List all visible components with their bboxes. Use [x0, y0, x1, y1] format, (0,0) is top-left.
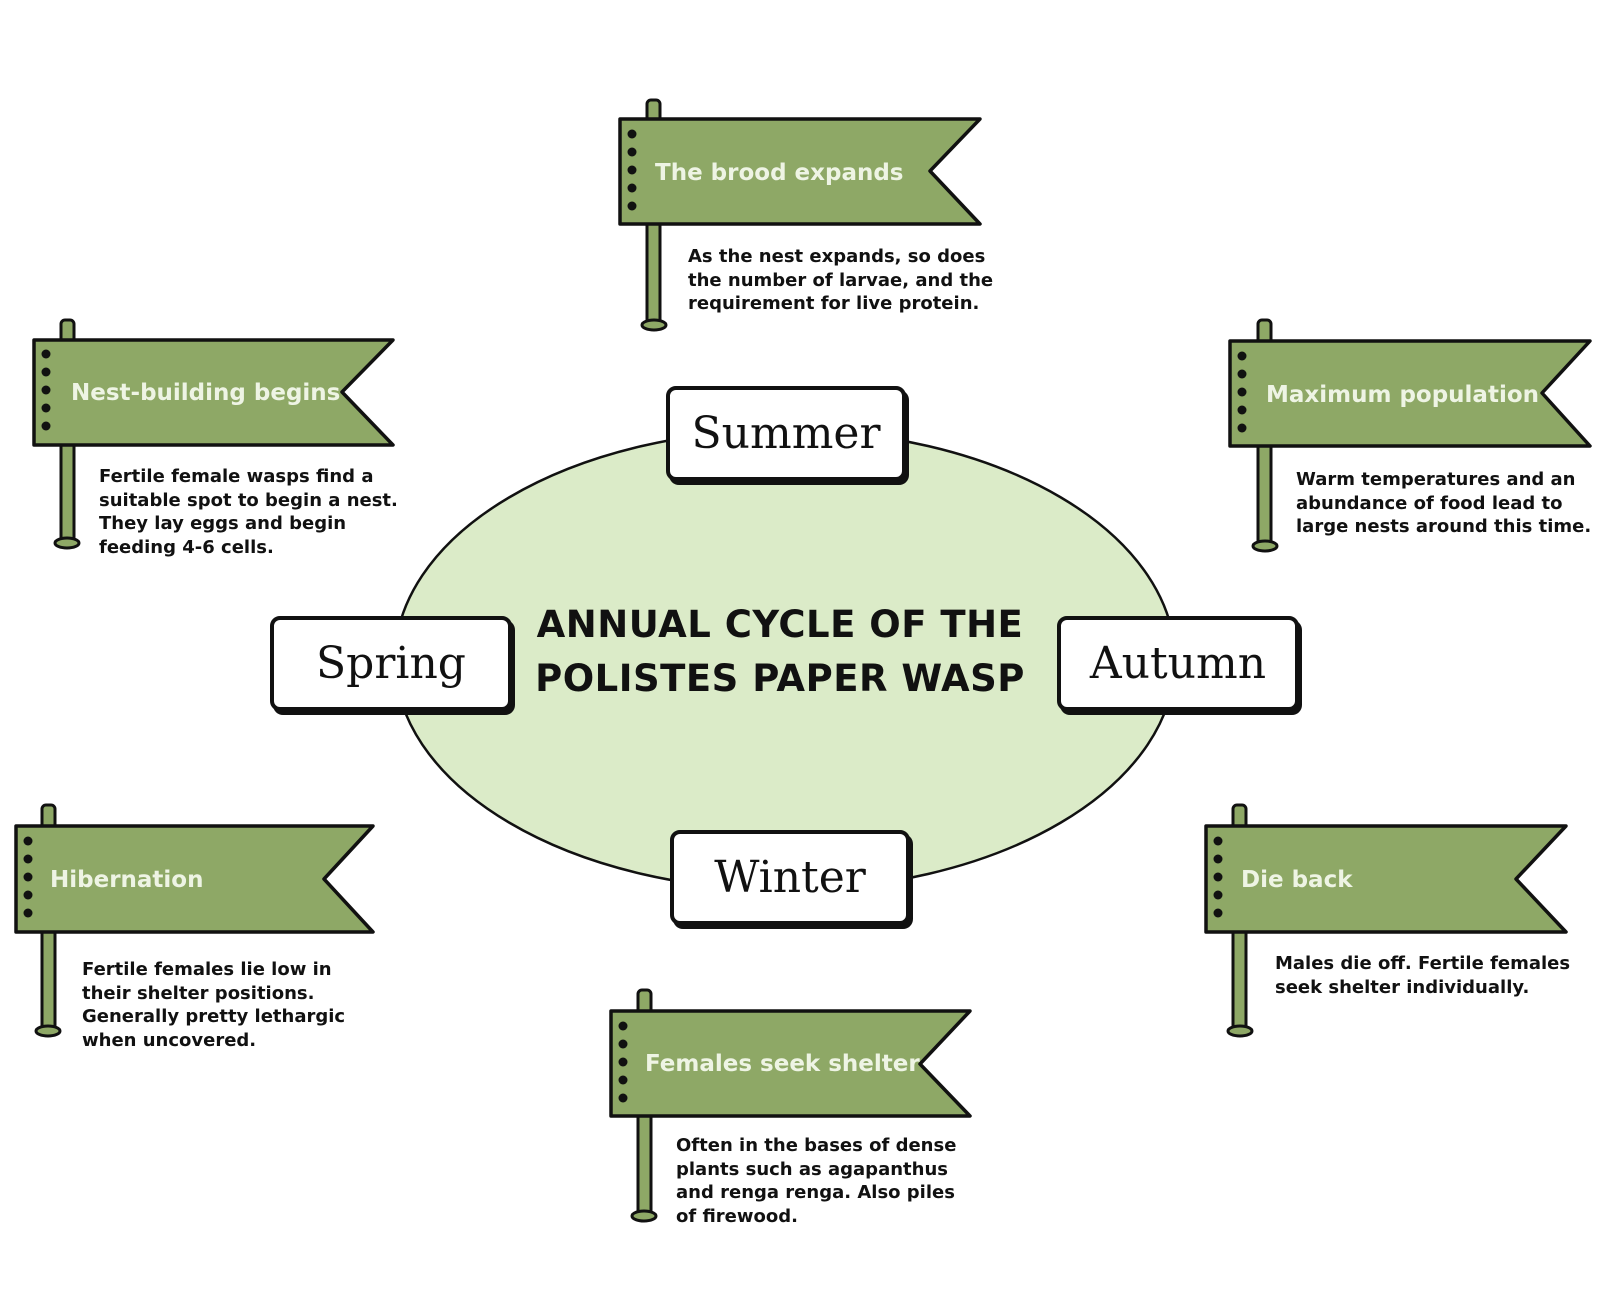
flag-label-hibernation: Hibernation: [50, 867, 204, 893]
desc-shelter: Often in the bases of dense plants such …: [676, 1135, 957, 1227]
flag-brood: [618, 98, 982, 332]
flag-label-die-back: Die back: [1241, 867, 1353, 893]
desc-die-back: Males die off. Fertile females seek shel…: [1275, 953, 1571, 998]
flag-max-population: [1228, 318, 1592, 553]
title-line-1: ANNUAL CYCLE OF THE: [536, 603, 1024, 646]
desc-brood: As the nest expands, so does the number …: [688, 246, 994, 314]
flag-shelter: [609, 988, 972, 1223]
season-summer: Summer: [666, 386, 906, 481]
flag-label-shelter: Females seek shelter: [645, 1051, 920, 1077]
season-winter: Winter: [670, 830, 910, 925]
title-line-2: POLISTES PAPER WASP: [535, 657, 1025, 700]
flag-label-brood: The brood expands: [655, 160, 904, 186]
desc-max-population: Warm temperatures and an abundance of fo…: [1296, 469, 1592, 537]
flag-die-back: [1204, 803, 1568, 1038]
desc-nest-building: Fertile female wasps find a suitable spo…: [99, 466, 398, 558]
diagram-title: ANNUAL CYCLE OF THE POLISTES PAPER WASP: [520, 598, 1040, 706]
season-autumn: Autumn: [1057, 616, 1299, 711]
flag-label-max-population: Maximum population: [1266, 382, 1540, 408]
season-spring: Spring: [270, 616, 512, 711]
flag-hibernation: [14, 803, 375, 1038]
flag-nest-building: [32, 318, 395, 550]
desc-hibernation: Fertile females lie low in their shelter…: [82, 959, 346, 1051]
flag-label-nest-building: Nest-building begins: [71, 380, 341, 406]
